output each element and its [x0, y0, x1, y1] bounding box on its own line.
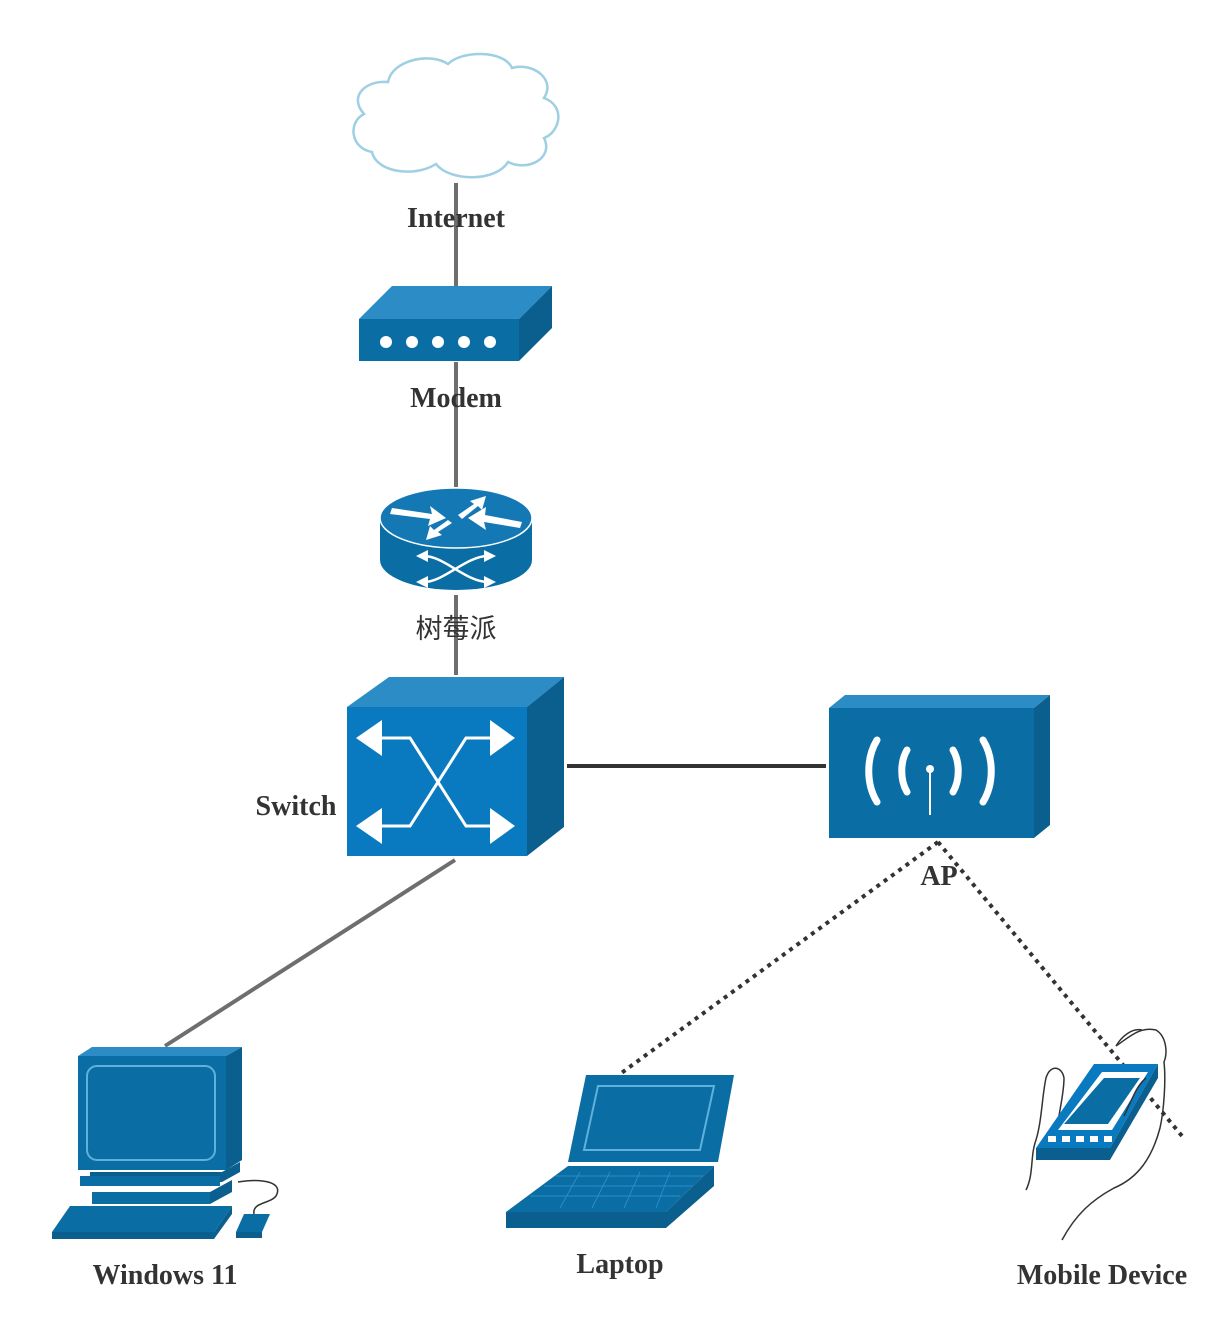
link-switch-windows — [163, 858, 457, 1048]
switch-label: Switch — [256, 791, 337, 822]
wireless-link-ap-laptop — [618, 840, 940, 1076]
labels: Internet Modem 树莓派 Switch AP Windows 11 … — [93, 203, 1188, 1291]
ap-label: AP — [920, 861, 957, 892]
modem-icon — [359, 286, 552, 361]
laptop-label: Laptop — [576, 1249, 663, 1280]
switch-icon — [347, 677, 564, 856]
wireless-access-point-icon — [829, 695, 1050, 838]
internet-label: Internet — [407, 203, 506, 234]
modem-label: Modem — [410, 383, 502, 414]
mobile-label: Mobile Device — [1017, 1260, 1187, 1291]
desktop-computer-icon — [52, 1047, 279, 1239]
router-label: 树莓派 — [416, 614, 497, 645]
cloud-icon — [352, 52, 560, 179]
laptop-icon — [506, 1075, 734, 1228]
handheld-device-icon — [1025, 1028, 1167, 1241]
router-icon — [379, 487, 533, 590]
connections — [163, 183, 1184, 1138]
windows-label: Windows 11 — [93, 1260, 238, 1291]
